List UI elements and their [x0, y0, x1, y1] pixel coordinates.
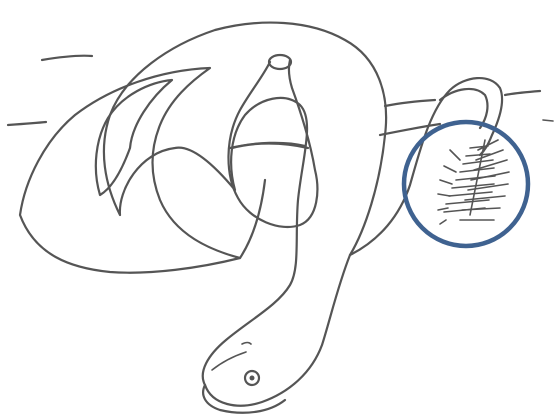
egg-sac: [228, 55, 317, 227]
snake-mouth-line: [212, 352, 246, 370]
branch-left-top: [42, 56, 92, 60]
egg-sac-top: [269, 55, 291, 69]
branch-right-dash: [543, 120, 553, 121]
snake-nostril: [242, 343, 251, 345]
branch-left-bottom: [8, 122, 46, 125]
branch-right-stub: [505, 91, 540, 95]
snake: [20, 23, 502, 413]
tail-tuft: [438, 140, 509, 224]
branch-middle-top: [385, 100, 435, 106]
snake-pupil: [250, 376, 255, 381]
highlight-circle: [404, 122, 528, 246]
snake-lower-loop: [20, 68, 240, 273]
